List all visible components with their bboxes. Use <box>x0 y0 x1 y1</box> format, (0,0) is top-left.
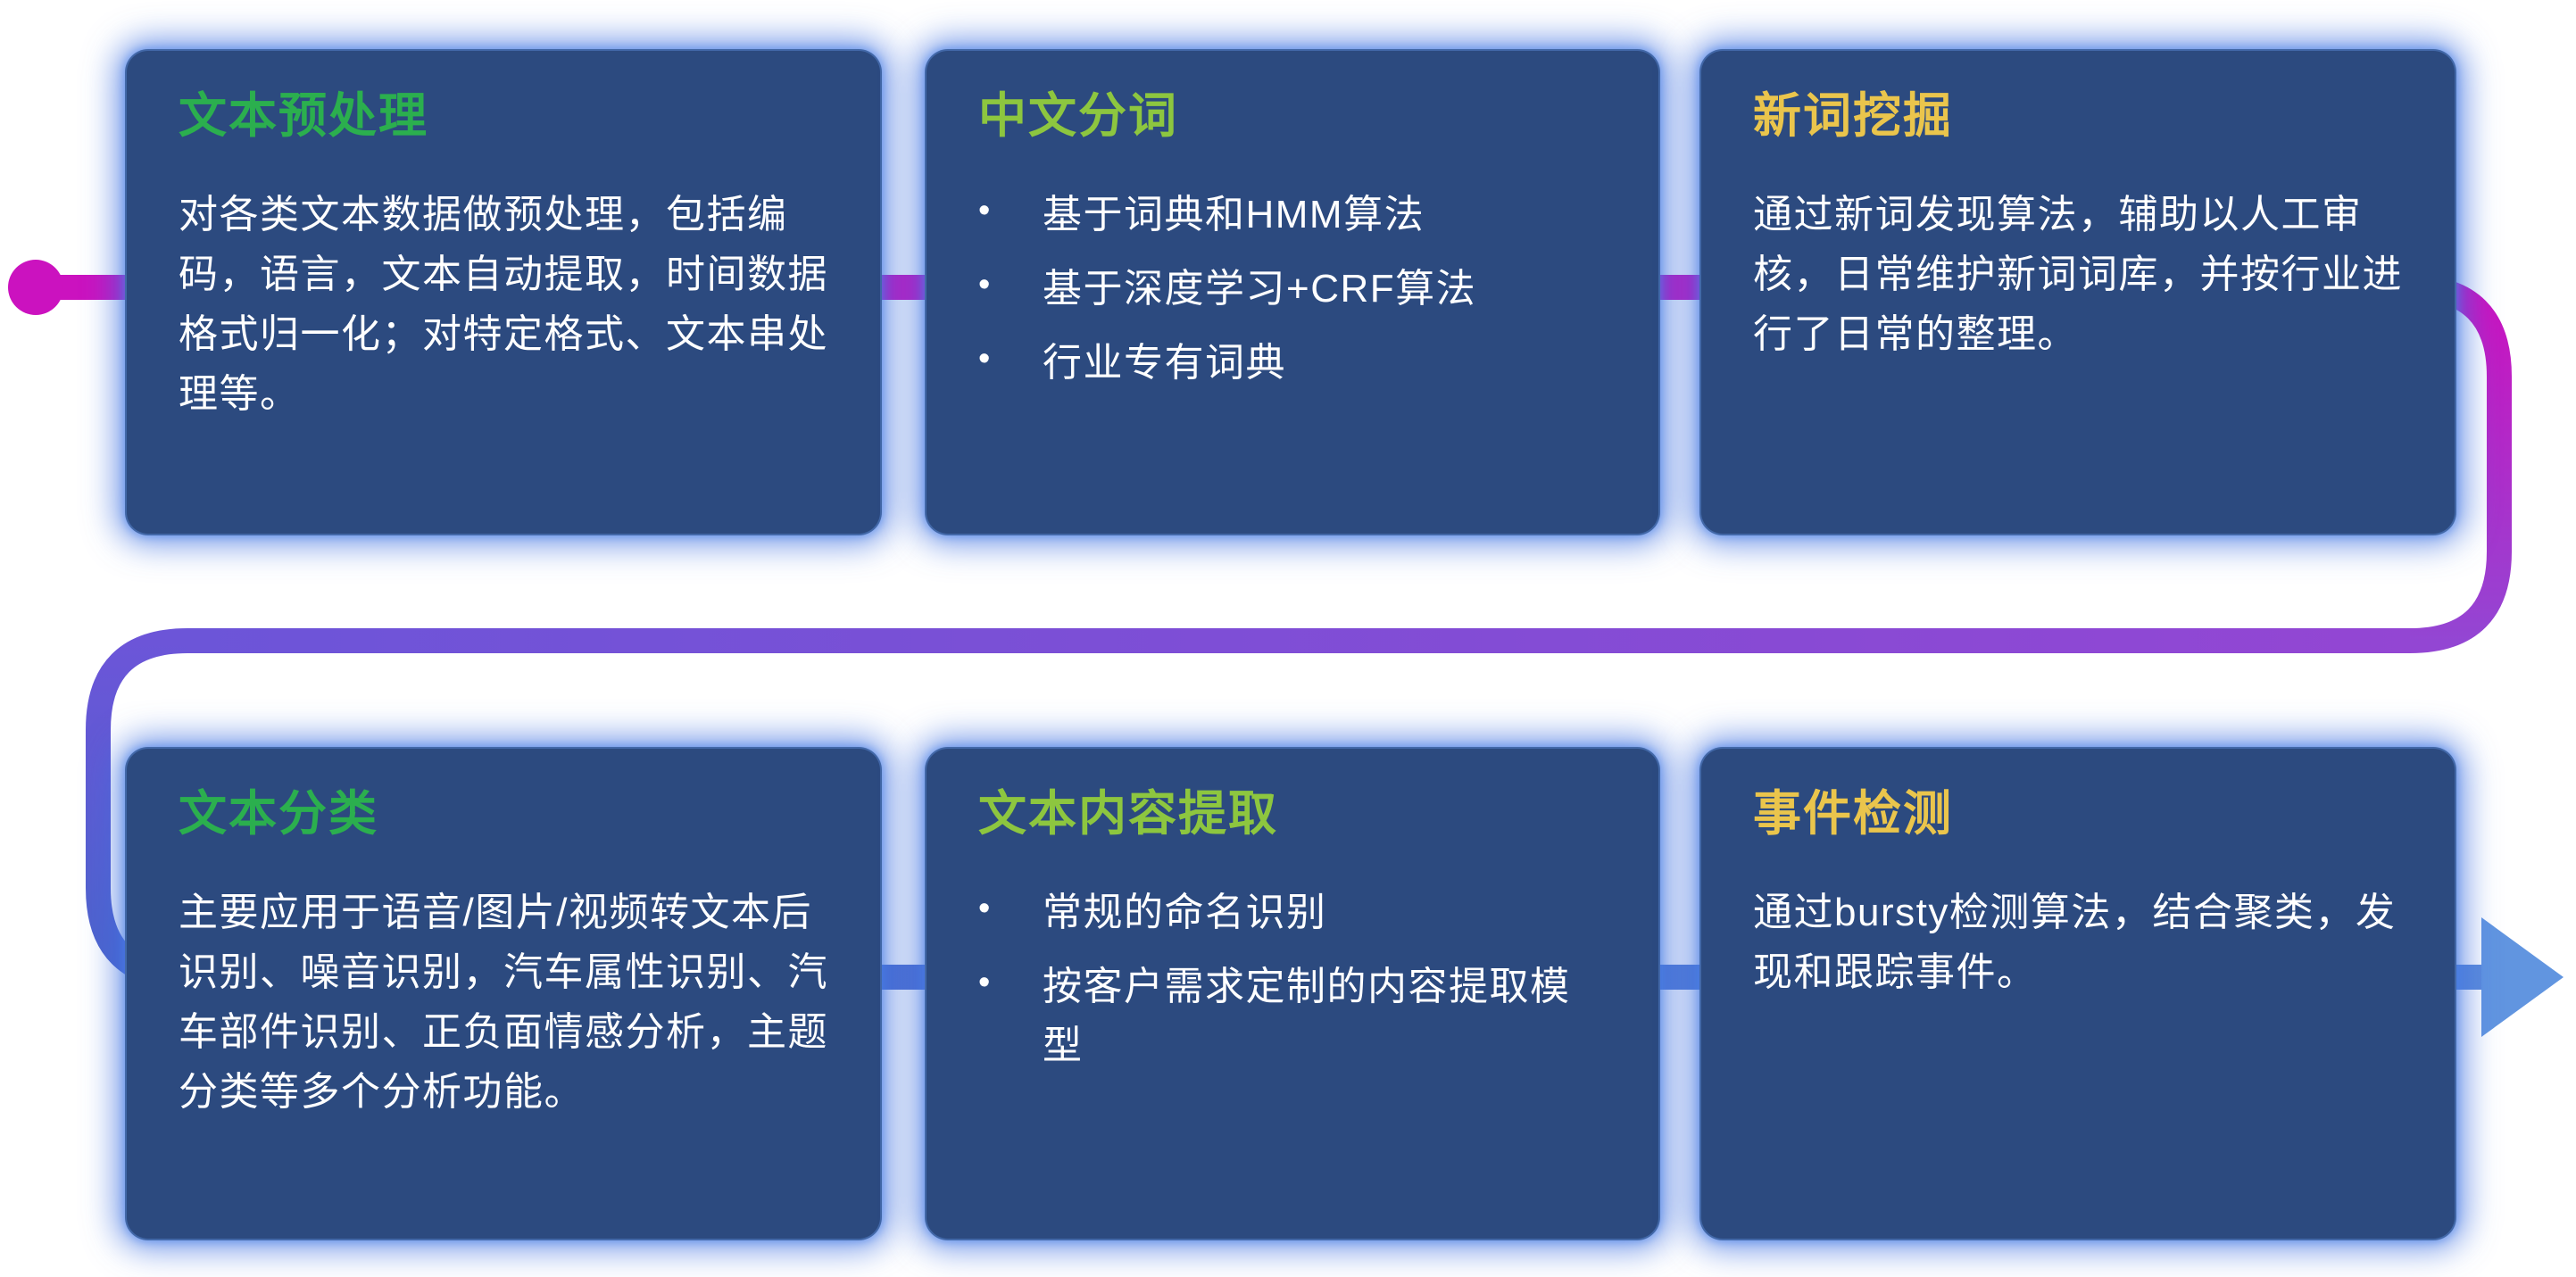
card-bullet-list: • 基于词典和HMM算法 • 基于深度学习+CRF算法 • 行业专有词典 <box>978 186 1607 393</box>
list-item: • 基于词典和HMM算法 <box>978 186 1607 245</box>
bullet-icon: • <box>978 890 992 928</box>
list-item-text: 行业专有词典 <box>1043 341 1286 386</box>
card-title: 中文分词 <box>978 89 1178 143</box>
bullet-icon: • <box>978 266 992 304</box>
card-event-detection: 事件检测 通过bursty检测算法，结合聚类，发现和跟踪事件。 <box>1699 747 2456 1240</box>
bullet-icon: • <box>978 340 992 378</box>
list-item-text: 常规的命名识别 <box>1043 891 1327 935</box>
card-title: 事件检测 <box>1753 787 1953 841</box>
flow-curve-right <box>2409 275 2512 653</box>
list-item: • 行业专有词典 <box>978 334 1607 393</box>
card-text-content-extraction: 文本内容提取 • 常规的命名识别 • 按客户需求定制的内容提取模型 <box>925 747 1660 1240</box>
list-item: • 常规的命名识别 <box>978 883 1607 942</box>
bullet-icon: • <box>978 964 992 1002</box>
card-title: 文本内容提取 <box>978 787 1278 841</box>
list-item: • 基于深度学习+CRF算法 <box>978 260 1607 319</box>
card-title: 新词挖掘 <box>1753 89 1953 143</box>
list-item-text: 按客户需求定制的内容提取模型 <box>1043 965 1571 1068</box>
card-body: 对各类文本数据做预处理，包括编码，语言，文本自动提取，时间数据格式归一化；对特定… <box>179 193 828 417</box>
flow-start-dot <box>8 260 63 315</box>
list-item-text: 基于词典和HMM算法 <box>1043 193 1425 237</box>
card-body: 通过新词发现算法，辅助以人工审核，日常维护新词词库，并按行业进行了日常的整理。 <box>1753 193 2403 357</box>
card-body: 主要应用于语音/图片/视频转文本后识别、噪音识别，汽车属性识别、汽车部件识别、正… <box>179 891 828 1115</box>
list-item: • 按客户需求定制的内容提取模型 <box>978 958 1607 1075</box>
card-title: 文本分类 <box>179 787 378 841</box>
card-body: 通过bursty检测算法，结合聚类，发现和跟踪事件。 <box>1753 891 2397 995</box>
bullet-icon: • <box>978 192 992 230</box>
card-text-preprocessing: 文本预处理 对各类文本数据做预处理，包括编码，语言，文本自动提取，时间数据格式归… <box>125 49 882 535</box>
list-item-text: 基于深度学习+CRF算法 <box>1043 267 1477 311</box>
card-new-word-mining: 新词挖掘 通过新词发现算法，辅助以人工审核，日常维护新词词库，并按行业进行了日常… <box>1699 49 2456 535</box>
card-bullet-list: • 常规的命名识别 • 按客户需求定制的内容提取模型 <box>978 883 1607 1075</box>
flow-end-arrow-icon <box>2481 917 2564 1037</box>
card-text-classification: 文本分类 主要应用于语音/图片/视频转文本后识别、噪音识别，汽车属性识别、汽车部… <box>125 747 882 1240</box>
card-chinese-word-segmentation: 中文分词 • 基于词典和HMM算法 • 基于深度学习+CRF算法 • 行业专有词… <box>925 49 1660 535</box>
card-title: 文本预处理 <box>179 89 428 143</box>
